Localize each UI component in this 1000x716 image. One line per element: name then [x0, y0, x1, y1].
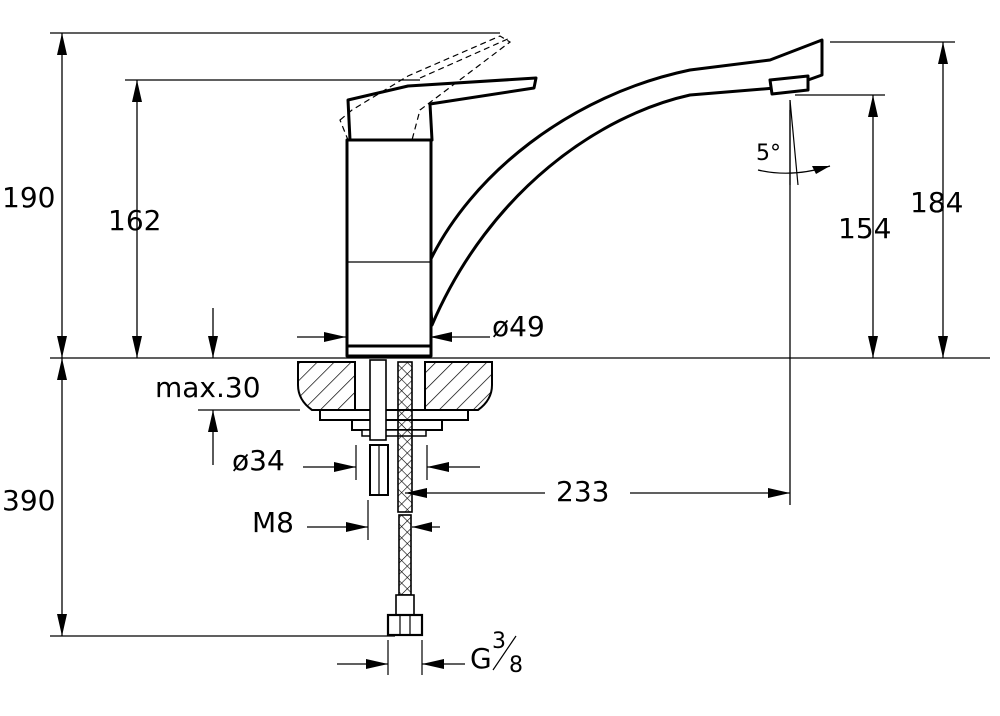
shank-stud [369, 359, 389, 496]
dim-154-line [868, 95, 878, 358]
label-angle: 5° [756, 141, 781, 166]
label-390: 390 [2, 484, 55, 517]
faucet-spout [426, 38, 824, 327]
label-184: 184 [910, 186, 963, 219]
deck-section [297, 361, 493, 437]
dim-34-arrows [303, 445, 480, 480]
faucet-lever [339, 35, 538, 142]
label-g38-prefix: G [470, 642, 492, 675]
label-g38-den: 8 [509, 653, 523, 678]
dim-184-line [938, 42, 948, 358]
label-g38: G 3 8 [470, 629, 523, 678]
dim-190-line [57, 33, 67, 358]
supply-hose [386, 361, 424, 637]
outlet-angle-arc [757, 99, 831, 186]
dim-g38-arrows [337, 640, 465, 675]
dim-49-arrows [297, 332, 490, 342]
label-49: ø49 [492, 310, 545, 343]
extension-lines [50, 32, 990, 637]
label-190: 190 [2, 181, 55, 214]
dim-max30-arrows [208, 308, 218, 465]
label-max30: max.30 [155, 371, 261, 404]
dim-162-line [132, 80, 142, 358]
faucet-body [345, 138, 433, 358]
label-34: ø34 [232, 444, 285, 477]
dim-390-line [57, 358, 67, 636]
label-162: 162 [108, 204, 161, 237]
label-154: 154 [838, 212, 891, 245]
label-m8: M8 [252, 506, 294, 539]
dim-233-line [405, 488, 790, 498]
dim-m8-arrows [307, 500, 440, 540]
label-g38-num: 3 [492, 629, 506, 654]
label-233: 233 [556, 475, 609, 508]
